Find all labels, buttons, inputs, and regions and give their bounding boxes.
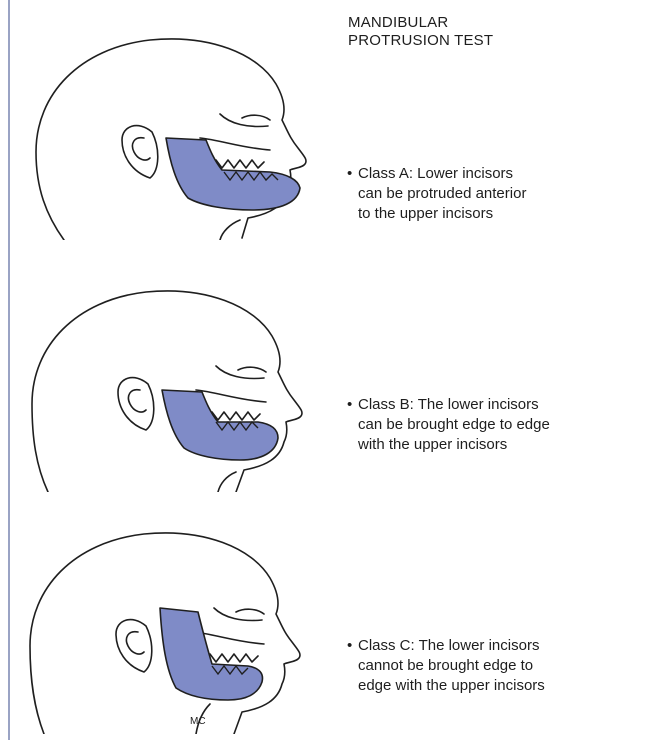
title-line-1: MANDIBULAR (348, 14, 493, 32)
caption-line: Class B: The lower incisors (348, 395, 550, 415)
ear-outline (122, 126, 158, 178)
artist-mark: MC (190, 716, 206, 727)
eye-line (236, 609, 264, 614)
ear-inner (132, 138, 150, 160)
ear-inner (126, 632, 144, 654)
diagram-title: MANDIBULAR PROTRUSION TEST (348, 14, 493, 50)
caption-line: Class C: The lower incisors (348, 636, 545, 656)
ear-outline (118, 378, 154, 430)
caption-line: can be protruded anterior (348, 184, 526, 204)
caption-line: with the upper incisors (348, 435, 550, 455)
maxilla-line (196, 390, 266, 402)
class-b-caption: • Class B: The lower incisors can be bro… (348, 395, 550, 455)
caption-line: to the upper incisors (348, 204, 526, 224)
class-a-head-figure (20, 10, 320, 240)
caption-line: cannot be brought edge to (348, 656, 545, 676)
class-a-caption: • Class A: Lower incisors can be protrud… (348, 164, 526, 224)
eye-line (238, 367, 266, 372)
maxilla-line (200, 138, 270, 150)
bullet: • (347, 164, 352, 184)
class-c-caption: • Class C: The lower incisors cannot be … (348, 636, 545, 696)
upper-teeth (216, 160, 264, 168)
neck-line (220, 220, 240, 240)
bullet: • (347, 395, 352, 415)
upper-teeth (210, 654, 258, 662)
left-border (8, 0, 10, 740)
class-b-head-figure (20, 262, 320, 492)
jaw-shaded (166, 138, 300, 210)
neck-line (218, 472, 236, 492)
caption-line: can be brought edge to edge (348, 415, 550, 435)
bullet: • (347, 636, 352, 656)
ear-inner (128, 390, 146, 412)
jaw-shaded (162, 390, 278, 460)
caption-line: edge with the upper incisors (348, 676, 545, 696)
upper-teeth (212, 412, 260, 420)
caption-line: Class A: Lower incisors (348, 164, 526, 184)
ear-outline (116, 620, 152, 672)
jaw-shaded (160, 608, 262, 700)
eye-line (242, 115, 270, 120)
title-line-2: PROTRUSION TEST (348, 32, 493, 50)
class-c-head-figure (20, 504, 320, 734)
